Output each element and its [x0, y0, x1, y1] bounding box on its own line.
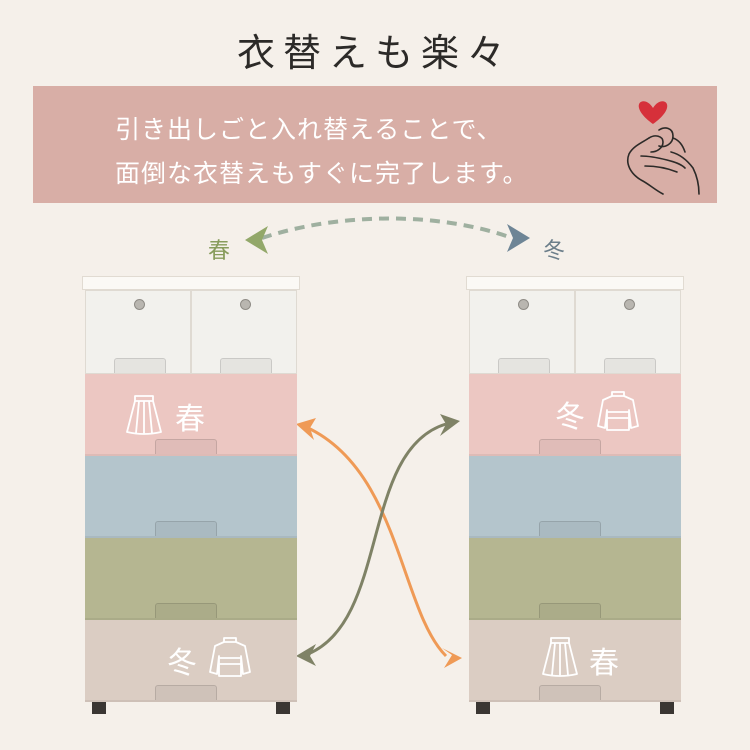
drawer-handle	[155, 439, 217, 454]
page-title: 衣替えも楽々	[236, 31, 513, 75]
small-drawer-left	[469, 290, 575, 374]
drawer-handle	[114, 358, 166, 373]
drawer-pink: 春	[85, 374, 297, 456]
small-drawer-left	[85, 290, 191, 374]
lock-icon	[240, 299, 251, 310]
dresser-top	[466, 276, 684, 290]
small-drawer-right	[575, 290, 681, 374]
drawer-handle	[539, 603, 601, 618]
banner-line-2: 面倒な衣替えもすぐに完了します。	[115, 159, 529, 188]
dresser-leg	[276, 702, 290, 714]
description-banner: 引き出しごと入れ替えることで、 面倒な衣替えもすぐに完了します。	[33, 86, 717, 203]
drawer-green	[85, 538, 297, 620]
orange-arrowhead-bottom-icon	[442, 648, 462, 668]
drawer-beige: 春	[469, 620, 681, 702]
lock-icon	[624, 299, 635, 310]
drawer-season-label: 春	[589, 646, 619, 681]
drawer-handle	[539, 685, 601, 700]
drawer-green	[469, 538, 681, 620]
sweater-icon	[597, 391, 639, 431]
finger-heart-hand-icon	[626, 101, 700, 195]
olive-arrowhead-top-icon	[440, 414, 460, 436]
dresser-leg	[92, 702, 106, 714]
skirt-icon	[126, 395, 162, 435]
drawer-handle	[539, 439, 601, 454]
season-swap-dashed-arrow	[261, 216, 513, 240]
olive-arrowhead-bottom-icon	[296, 644, 316, 666]
orange-swap-curve	[305, 425, 448, 658]
dresser-leg	[476, 702, 490, 714]
dresser-top	[82, 276, 300, 290]
drawer-season-label: 冬	[167, 646, 197, 681]
drawer-handle	[539, 521, 601, 536]
drawer-handle	[498, 358, 550, 373]
lock-icon	[518, 299, 529, 310]
sweater-icon	[209, 637, 251, 677]
banner-line-1: 引き出しごと入れ替えることで、	[115, 115, 503, 144]
drawer-pink: 冬	[469, 374, 681, 456]
olive-swap-curve	[307, 422, 447, 656]
spring-arrowhead-icon	[245, 226, 268, 254]
orange-arrowhead-top-icon	[296, 418, 316, 440]
drawer-handle	[155, 685, 217, 700]
winter-arrowhead-icon	[507, 224, 530, 252]
spring-label: 春	[208, 239, 231, 264]
skirt-icon	[542, 637, 578, 677]
drawer-blue	[469, 456, 681, 538]
small-drawer-right	[191, 290, 297, 374]
dresser-before: 春 冬	[82, 276, 300, 716]
lock-icon	[134, 299, 145, 310]
drawer-handle	[604, 358, 656, 373]
drawer-handle	[155, 603, 217, 618]
dresser-after: 冬 春	[466, 276, 684, 716]
drawer-season-label: 冬	[555, 400, 585, 435]
drawer-handle	[155, 521, 217, 536]
drawer-blue	[85, 456, 297, 538]
dresser-leg	[660, 702, 674, 714]
winter-label: 冬	[543, 239, 566, 264]
drawer-season-label: 春	[175, 402, 205, 437]
drawer-beige: 冬	[85, 620, 297, 702]
drawer-handle	[220, 358, 272, 373]
